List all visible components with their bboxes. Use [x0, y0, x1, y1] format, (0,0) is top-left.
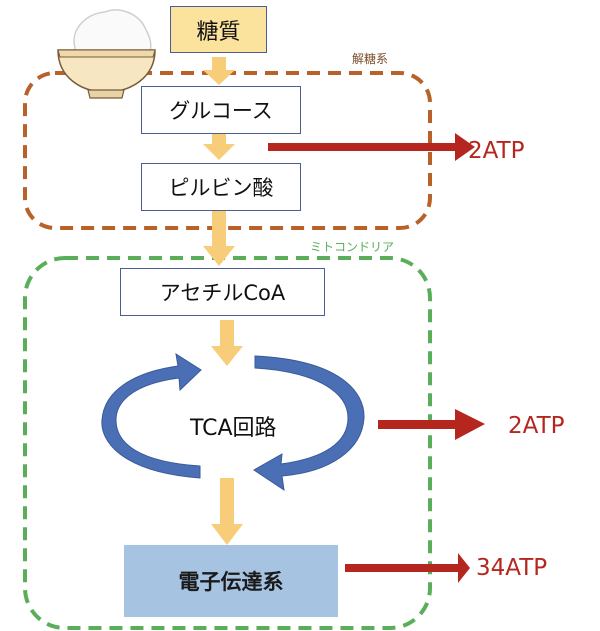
tca-cycle-arrows [101, 352, 365, 492]
flow-arrows [203, 57, 243, 545]
electron-transport-box: 電子伝達系 [124, 545, 338, 617]
flow-arrow-acetylcoa-tca [211, 320, 243, 366]
acetyl-coa-box: アセチルCoA [120, 268, 325, 316]
sugar-label: 糖質 [196, 19, 241, 45]
glycolysis-region-label: 解糖系 [352, 52, 389, 66]
flow-arrow-sugar-glucose [203, 57, 235, 85]
electron-transport-label: 電子伝達系 [178, 570, 284, 594]
tca-cycle-label: TCA回路 [190, 416, 277, 441]
mitochondria-region-label: ミトコンドリア [310, 240, 395, 254]
atp-arrow-glycolysis [268, 133, 475, 161]
atp-arrows [268, 133, 485, 583]
atp-arrow-etc [345, 553, 470, 583]
glycolysis-atp-label: 2ATP [468, 138, 525, 164]
atp-arrow-tca [378, 409, 485, 440]
sugar-box: 糖質 [170, 6, 267, 53]
pyruvate-label: ピルビン酸 [168, 176, 274, 200]
mitochondria-region [23, 256, 432, 630]
pyruvate-box: ピルビン酸 [141, 163, 301, 211]
tca-atp-label: 2ATP [508, 413, 565, 439]
flow-arrow-pyruvate-acetylcoa [203, 210, 235, 266]
flow-arrow-tca-etc [211, 478, 243, 545]
flow-arrow-glucose-pyruvate [203, 132, 235, 160]
rice-bowl-icon [57, 9, 156, 99]
tca-cycle-arrow-right [253, 355, 365, 492]
etc-atp-label: 34ATP [476, 555, 548, 581]
glucose-label: グルコース [169, 99, 273, 123]
acetyl-coa-label: アセチルCoA [159, 281, 286, 305]
glucose-box: グルコース [141, 86, 301, 134]
tca-cycle-arrow-left [101, 352, 202, 479]
